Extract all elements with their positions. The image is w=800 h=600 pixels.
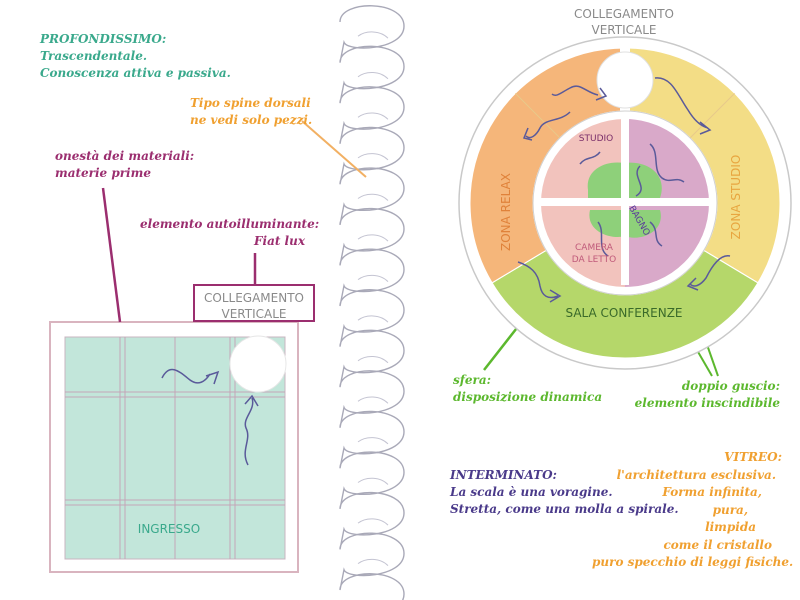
note-line: Trascendentale. bbox=[40, 49, 148, 63]
circle-stair-hole bbox=[596, 51, 654, 109]
sfera-pointer-line bbox=[483, 323, 521, 371]
note-onesta: onestà dei materiali: materie prime bbox=[55, 148, 194, 182]
camera-label-line1: CAMERA bbox=[575, 243, 614, 253]
studio-room-label: STUDIO bbox=[579, 134, 613, 144]
note-line: ne vedi solo pezzi. bbox=[190, 113, 313, 127]
ring-divider-nw bbox=[515, 93, 561, 139]
spiral-staircase bbox=[339, 5, 405, 600]
note-line: PROFONDISSIMO: bbox=[40, 32, 167, 46]
note-line: elemento autoilluminante: bbox=[140, 217, 320, 231]
note-line: disposizione dinamica bbox=[453, 390, 603, 404]
box-label-line2: VERTICALE bbox=[221, 307, 287, 321]
spiral-coil bbox=[339, 5, 405, 600]
note-autoilluminante: elemento autoilluminante: Fiat lux bbox=[140, 216, 320, 250]
circle-top-label-line2: VERTICALE bbox=[592, 23, 657, 37]
note-line: materie prime bbox=[55, 166, 151, 180]
spine-pointer-line bbox=[301, 120, 367, 178]
plan-stair-circle bbox=[229, 335, 287, 393]
plan-grid bbox=[65, 337, 285, 559]
note-line: l'architettura esclusiva. bbox=[616, 467, 776, 482]
note-line: elemento inscindibile bbox=[634, 396, 780, 410]
note-spine: Tipo spine dorsali ne vedi solo pezzi. bbox=[190, 95, 312, 129]
note-line: onestà dei materiali: bbox=[55, 149, 195, 163]
zona-relax-label: ZONA RELAX bbox=[499, 173, 513, 251]
note-line: Stretta, come una molla a spirale. bbox=[450, 502, 679, 516]
note-line: Forma infinita, bbox=[662, 485, 762, 499]
plan-path-arrow-2 bbox=[244, 394, 259, 466]
note-line: Fiat lux bbox=[253, 234, 305, 248]
collegamento-verticale-box: COLLEGAMENTO VERTICALE bbox=[193, 284, 315, 322]
annotation-lines bbox=[101, 120, 719, 377]
note-line: La scala è una voragine. bbox=[450, 485, 613, 499]
movement-arrows bbox=[517, 77, 731, 303]
ring-divider-se bbox=[703, 249, 759, 284]
plan-path-arrow bbox=[161, 368, 220, 385]
circle-top-label-line1: COLLEGAMENTO bbox=[574, 7, 674, 21]
note-line: sfera: bbox=[453, 373, 492, 387]
note-line: puro specchio di leggi fisiche. bbox=[592, 555, 794, 569]
note-line: limpida bbox=[705, 520, 756, 534]
cross-vertical bbox=[621, 113, 629, 285]
zona-studio-label: ZONA STUDIO bbox=[729, 155, 743, 240]
ring-divider-ne bbox=[689, 93, 735, 139]
note-doppio-guscio: doppio guscio: elemento inscindibile bbox=[620, 378, 780, 412]
sala-conferenze-label: SALA CONFERENZE bbox=[565, 306, 682, 320]
onesta-pointer-line bbox=[101, 187, 122, 323]
note-line: come il cristallo bbox=[663, 537, 773, 552]
note-line: Tipo spine dorsali bbox=[190, 96, 311, 110]
note-profondissimo: PROFONDISSIMO: Trascendentale. Conoscenz… bbox=[40, 31, 231, 82]
note-vitreo: VITREO: l'architettura esclusiva. Forma … bbox=[592, 449, 794, 572]
ring-divider-sw bbox=[491, 249, 547, 284]
spiral-inner-edge bbox=[357, 31, 389, 566]
circular-plan: COLLEGAMENTO VERTICALE ZONA RELAX ZONA S… bbox=[458, 7, 792, 370]
note-line: Conoscenza attiva e passiva. bbox=[40, 66, 231, 80]
note-line: INTERMINATO: bbox=[450, 468, 557, 482]
note-line: pura, bbox=[712, 502, 748, 517]
box-label-line1: COLLEGAMENTO bbox=[204, 291, 304, 305]
note-sfera: sfera: disposizione dinamica bbox=[453, 372, 602, 406]
camera-label-line2: DA LETTO bbox=[572, 255, 616, 265]
note-interminato: INTERMINATO: La scala è una voragine. St… bbox=[450, 467, 679, 518]
plan-ingresso-label: INGRESSO bbox=[138, 522, 200, 536]
floor-plan: INGRESSO bbox=[49, 321, 299, 573]
note-line: doppio guscio: bbox=[681, 379, 780, 393]
note-line: VITREO: bbox=[724, 450, 782, 464]
ring-sectors bbox=[469, 47, 781, 359]
